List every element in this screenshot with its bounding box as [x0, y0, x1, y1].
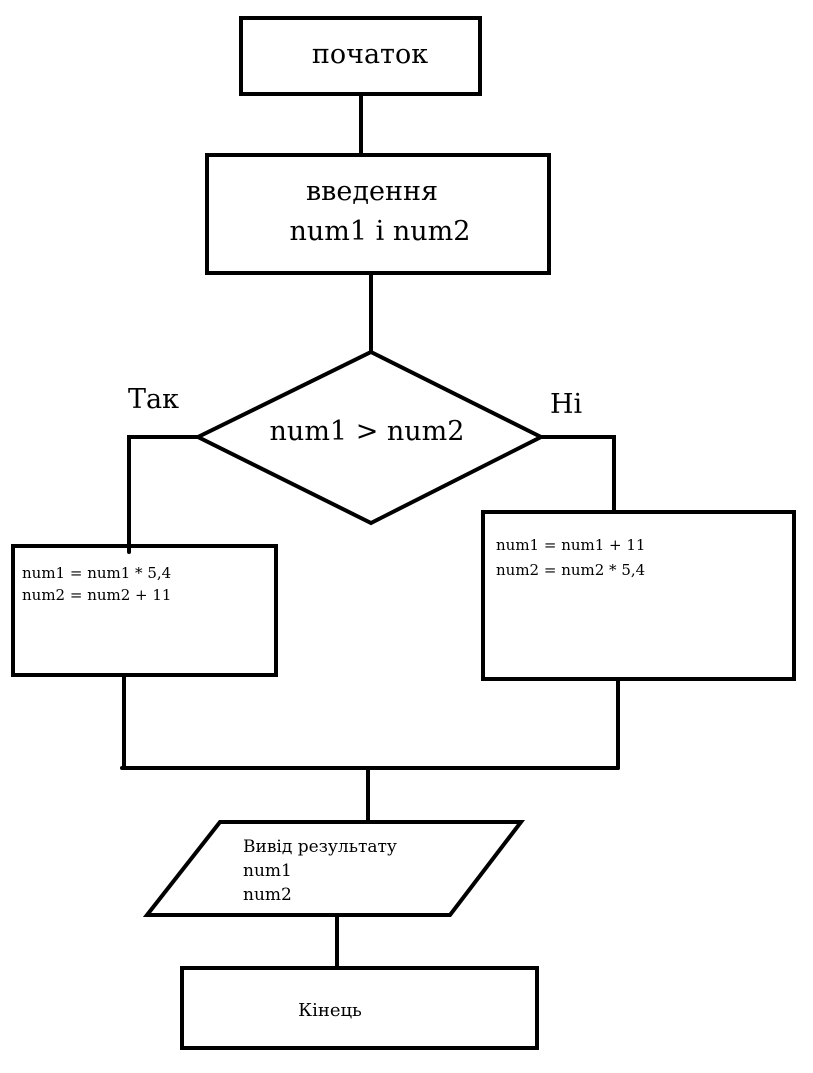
decision-label: num1 > num2	[270, 416, 465, 447]
no-process-box	[481, 510, 796, 681]
start-label: початок	[312, 39, 428, 70]
connector-decision-no	[539, 435, 616, 514]
decision-diamond	[193, 349, 546, 526]
end-box	[180, 966, 539, 1050]
branch-yes-label: Так	[128, 384, 179, 415]
no-process-line-1: num1 = num1 + 11	[496, 536, 645, 554]
output-line-3: num2	[243, 885, 292, 905]
input-box	[205, 153, 551, 275]
yes-process-box	[11, 544, 278, 677]
no-process-line-2: num2 = num2 * 5,4	[496, 561, 645, 579]
yes-process-line-2: num2 = num2 + 11	[22, 586, 171, 604]
input-label-line-2: num1 і num2	[290, 216, 471, 247]
output-line-1: Вивід результату	[243, 837, 397, 857]
input-label-line-1: введення	[306, 176, 438, 207]
yes-process-line-1: num1 = num1 * 5,4	[22, 564, 171, 582]
output-line-2: num1	[243, 861, 292, 881]
branch-no-label: Ні	[550, 389, 583, 420]
output-parallelogram	[142, 820, 526, 917]
connector-decision-yes	[127, 435, 200, 554]
end-label: Кінець	[298, 1000, 362, 1021]
